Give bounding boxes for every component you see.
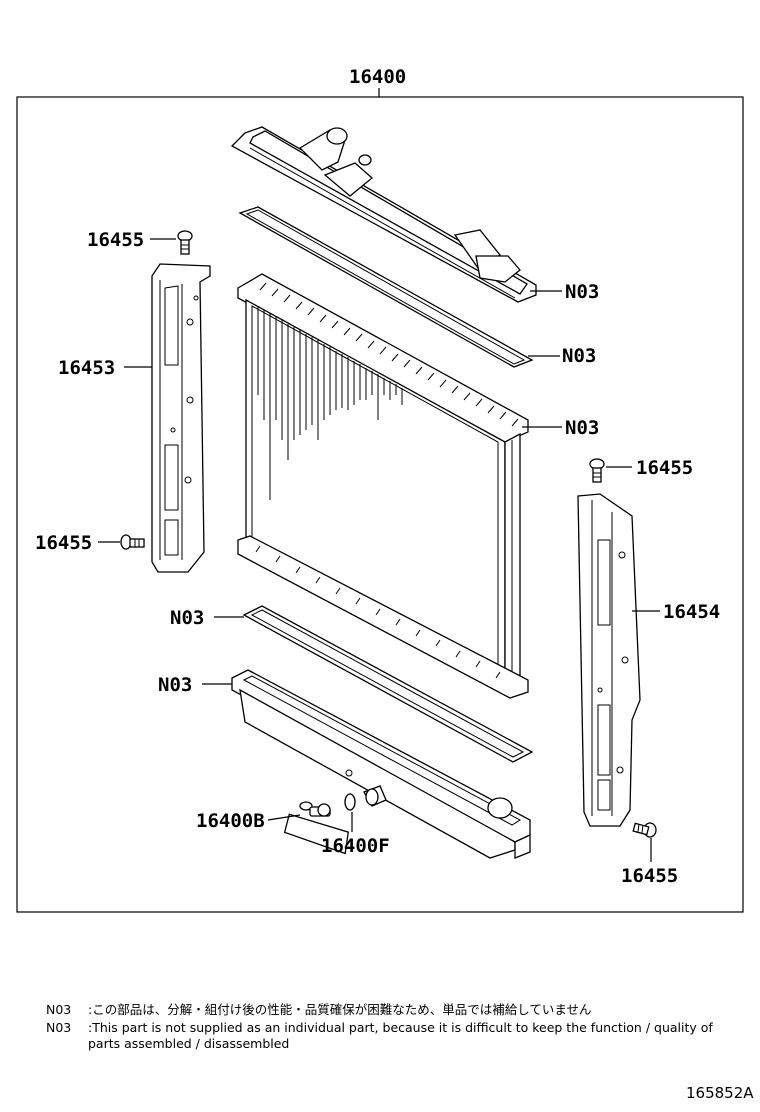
lower-gasket [242,605,534,763]
radiator-core [237,273,529,699]
bolt-left [120,534,145,550]
note-text: :This part is not supplied as an individ… [88,1020,713,1051]
label-bolt-right-bottom[interactable]: 16455 [621,865,678,887]
diagram-frame [16,96,744,913]
upper-gasket [238,206,534,368]
o-ring [344,793,356,811]
note-en: N03 :This part is not supplied as an ind… [46,1020,746,1052]
label-bolt-left[interactable]: 16455 [35,532,92,554]
label-lower-tank-note[interactable]: N03 [158,674,192,696]
footnotes: N03 :この部品は、分解・組付け後の性能・品質確保が困難なため、単品では補給し… [46,1002,746,1052]
left-support-bracket [151,263,211,573]
label-bolt-top-left[interactable]: 16455 [87,229,144,251]
label-bolt-right-top[interactable]: 16455 [636,457,693,479]
drain-fitting [363,785,387,807]
bolt-top-left [177,230,193,255]
label-tank-note[interactable]: N03 [565,281,599,303]
label-core-note[interactable]: N03 [565,417,599,439]
label-gasket-bottom-note[interactable]: N03 [170,607,204,629]
label-bracket-left[interactable]: 16453 [58,357,115,379]
lower-tank [231,669,531,859]
upper-tank [230,126,537,303]
bolt-right-bottom [632,822,657,838]
drain-cock-plug [283,801,349,855]
label-oring[interactable]: 16400F [321,835,390,857]
right-support-bracket [577,493,641,827]
label-bracket-right[interactable]: 16454 [663,601,720,623]
label-drain-cock[interactable]: 16400B [196,810,265,832]
bolt-right-top [589,458,605,483]
figure-id: 165852A [686,1084,754,1102]
note-code: N03 [46,1002,72,1017]
note-text: :この部品は、分解・組付け後の性能・品質確保が困難なため、単品では補給していませ… [88,1002,592,1017]
label-gasket-top-note[interactable]: N03 [562,345,596,367]
note-jp: N03 :この部品は、分解・組付け後の性能・品質確保が困難なため、単品では補給し… [46,1002,746,1018]
label-assembly[interactable]: 16400 [349,66,406,88]
note-code: N03 [46,1020,72,1035]
